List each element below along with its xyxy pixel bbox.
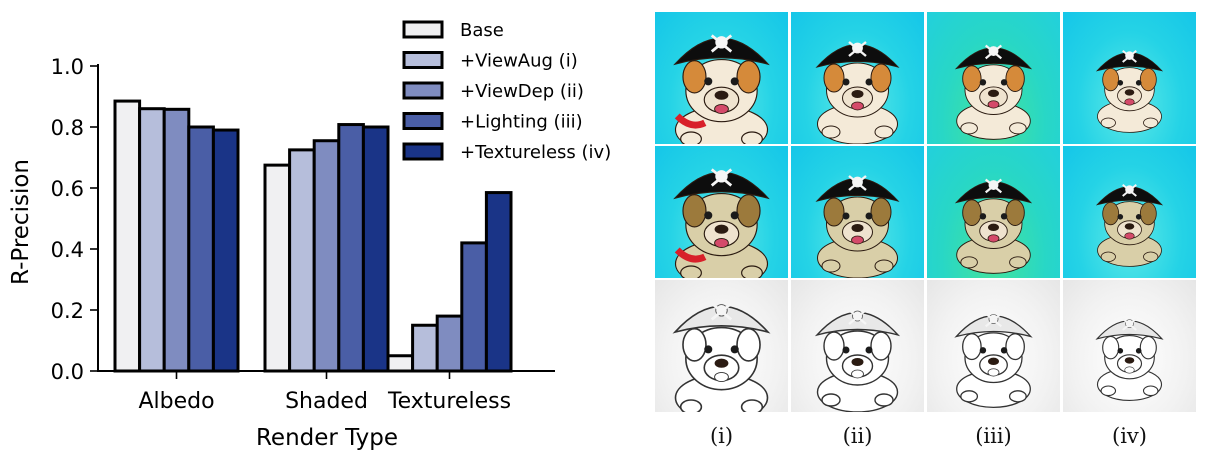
render-albedo-1 <box>655 12 788 144</box>
bar-shaded-1 <box>288 148 316 373</box>
render-albedo-3 <box>927 12 1060 144</box>
y-axis-label: R-Precision <box>8 159 34 285</box>
render-albedo-4 <box>1063 12 1196 144</box>
legend-label: +Lighting (iii) <box>460 112 583 133</box>
legend-swatch <box>402 51 444 69</box>
render-shaded-3 <box>927 146 1060 278</box>
legend-swatch <box>402 20 444 39</box>
bar-albedo-1 <box>138 107 166 373</box>
bar-shaded-0 <box>263 163 292 373</box>
bar-albedo-3 <box>187 125 215 373</box>
gallery-captions: (i) (ii) (iii) (iv) <box>655 424 1197 454</box>
render-shaded-2 <box>791 146 924 278</box>
bar-textureless-2 <box>435 314 464 373</box>
legend-swatch <box>402 112 444 130</box>
legend-label: +ViewDep (ii) <box>460 81 584 102</box>
legend-swatch <box>402 142 444 161</box>
legend-label: +ViewAug (i) <box>460 51 578 72</box>
x-axis-label: Render Type <box>256 425 398 451</box>
x-tick-label: Albedo <box>138 389 214 414</box>
caption-ii: (ii) <box>842 424 873 448</box>
render-textureless-1 <box>655 280 788 412</box>
x-tick-label: Textureless <box>387 389 511 414</box>
bar-textureless-3 <box>460 241 488 373</box>
render-textureless-2 <box>791 280 924 412</box>
y-tick-label: 1.0 <box>51 55 84 79</box>
y-tick-label: 0.2 <box>51 299 84 323</box>
x-tick-label: Shaded <box>285 389 368 414</box>
render-textureless-3 <box>927 280 1060 412</box>
caption-iv: (iv) <box>1112 424 1147 448</box>
render-albedo-2 <box>791 12 924 144</box>
bar-shaded-2 <box>312 139 341 373</box>
bar-shaded-3 <box>337 123 365 373</box>
bar-shaded-4 <box>361 125 390 373</box>
y-tick-label: 0.8 <box>51 116 84 140</box>
y-tick-label: 0.6 <box>51 177 84 201</box>
render-textureless-4 <box>1063 280 1196 412</box>
bar-albedo-0 <box>113 99 142 373</box>
bar-albedo-2 <box>162 107 191 373</box>
legend: Base +ViewAug (i) +ViewDep (ii) +Lighting (… <box>402 20 611 163</box>
legend-label: +Textureless (iv) <box>460 142 611 163</box>
legend-label: Base <box>460 20 504 41</box>
pirate-bulldog-render-gallery <box>655 12 1197 412</box>
bar-albedo-4 <box>211 128 240 373</box>
caption-i: (i) <box>709 424 734 448</box>
y-tick-label: 0.0 <box>51 360 84 384</box>
render-shaded-4 <box>1063 146 1196 278</box>
legend-swatch <box>402 81 444 100</box>
y-tick-label: 0.4 <box>51 238 84 262</box>
render-shaded-1 <box>655 146 788 278</box>
bar-textureless-0 <box>386 354 415 373</box>
bar-textureless-4 <box>484 191 513 373</box>
caption-iii: (iii) <box>975 424 1012 448</box>
bar-textureless-1 <box>411 323 439 373</box>
